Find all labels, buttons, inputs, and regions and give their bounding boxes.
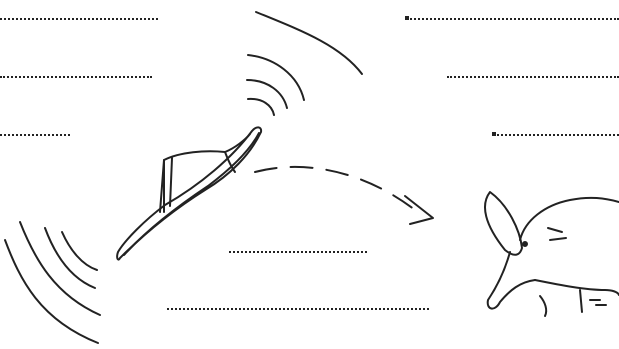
- answer-blank[interactable]: [494, 134, 619, 136]
- answer-blank[interactable]: [407, 18, 619, 20]
- answer-blank[interactable]: [0, 18, 158, 20]
- line-start-dot: [492, 132, 496, 136]
- dashed-arrow-icon: [255, 167, 433, 224]
- answer-blank[interactable]: [0, 76, 152, 78]
- answer-blank[interactable]: [0, 134, 70, 136]
- slipper-icon: [117, 127, 261, 259]
- answer-blank[interactable]: [167, 308, 429, 310]
- line-start-dot: [405, 16, 409, 20]
- answer-blank[interactable]: [447, 76, 619, 78]
- motion-lines-icon: [247, 12, 362, 115]
- motion-lines-icon: [5, 222, 100, 343]
- aardvark-icon: [485, 192, 619, 316]
- answer-blank[interactable]: [229, 251, 367, 253]
